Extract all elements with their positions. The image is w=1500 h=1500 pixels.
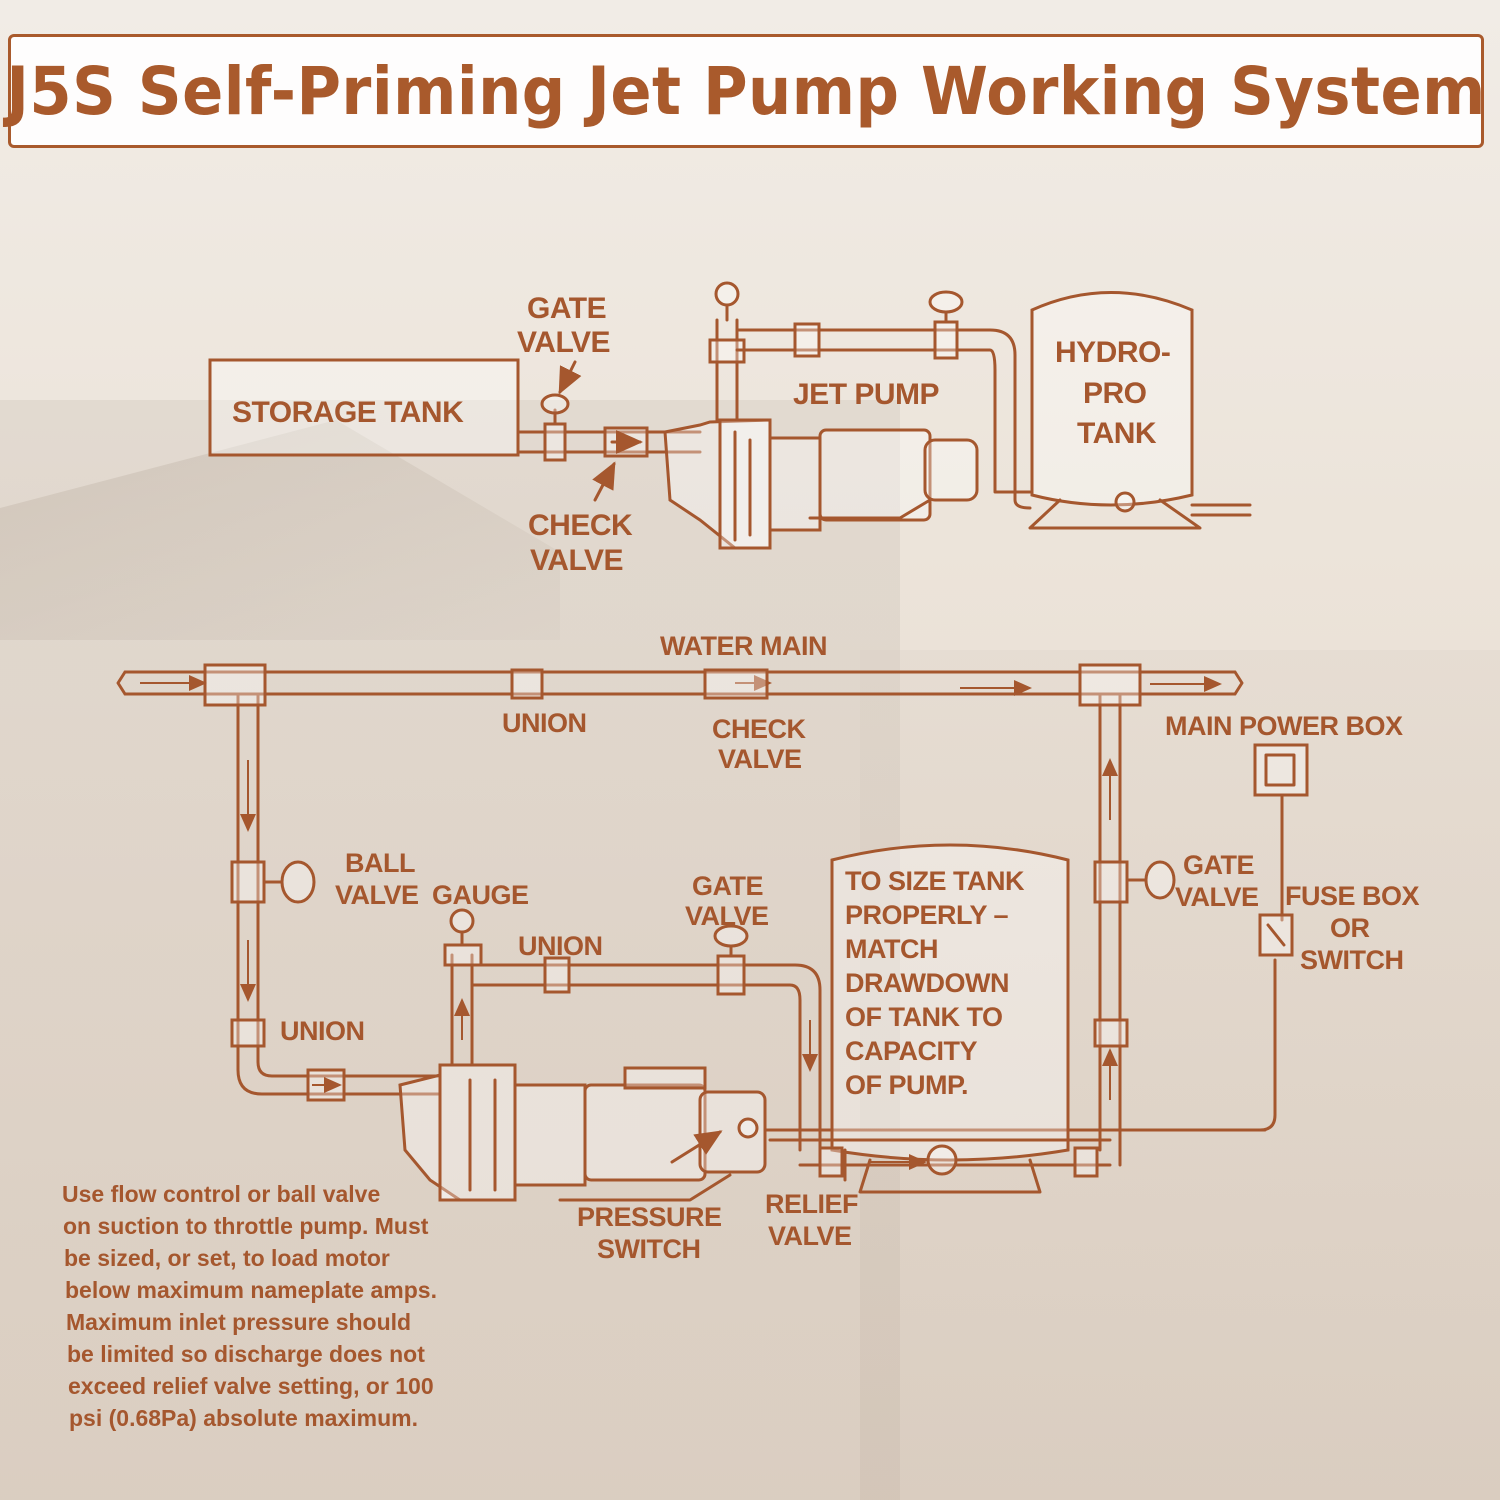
pressure-tank	[768, 843, 1112, 1194]
water-main-pipe	[116, 670, 1244, 696]
check-valve-main-label-1: CHECK	[712, 714, 807, 744]
check-valve-pointer	[592, 461, 616, 502]
tank-note-3: MATCH	[845, 934, 938, 964]
instruction-line: on suction to throttle pump. Must	[63, 1213, 429, 1239]
hydro-pro-tank	[1028, 291, 1252, 530]
suction-line	[236, 692, 442, 1096]
check-valve-main	[703, 668, 769, 700]
gate-valve-top	[540, 393, 570, 462]
relief-valve-label-1: RELIEF	[765, 1189, 858, 1219]
gate-valve-mid-label-1: GATE	[692, 871, 763, 901]
main-power-box-label: MAIN POWER BOX	[1165, 711, 1403, 741]
fuse-box-label-3: SWITCH	[1300, 945, 1403, 975]
fuse-box-label-2: OR	[1330, 913, 1370, 943]
hydro-pro-label-1: HYDRO-	[1055, 336, 1170, 369]
storage-tank-label: STORAGE TANK	[232, 396, 464, 429]
gate-valve-top-label-2: VALVE	[517, 326, 610, 359]
instruction-line: below maximum nameplate amps.	[65, 1277, 437, 1303]
water-main-label: WATER MAIN	[660, 631, 827, 661]
gate-valve-mid-label-2: VALVE	[685, 901, 769, 931]
tank-note-5: OF TANK TO	[845, 1002, 1003, 1032]
instruction-line: psi (0.68Pa) absolute maximum.	[69, 1405, 418, 1431]
fuse-box-label-1: FUSE BOX	[1285, 881, 1420, 911]
pressure-switch-label-1: PRESSURE	[577, 1202, 722, 1232]
tank-note-6: CAPACITY	[845, 1036, 977, 1066]
hydro-pro-label-3: TANK	[1077, 417, 1157, 450]
top-diagram: STORAGE TANK GATE VALVE CHECK VALVE	[208, 281, 1252, 577]
right-tee	[1078, 663, 1142, 707]
fuse-box	[1258, 913, 1294, 957]
return-riser	[1098, 692, 1122, 1167]
gate-valve-right-label-1: GATE	[1183, 850, 1254, 880]
relief-valve-label-2: VALVE	[768, 1221, 852, 1251]
jet-pump-label: JET PUMP	[793, 378, 939, 411]
union-top-label: UNION	[502, 708, 587, 738]
page-title: J5S Self-Priming Jet Pump Working System	[6, 52, 1486, 130]
storage-tank	[208, 358, 520, 457]
union-right	[1093, 1018, 1129, 1048]
tank-note-7: OF PUMP.	[845, 1070, 968, 1100]
union-top	[510, 668, 544, 700]
ball-valve-label-2: VALVE	[335, 880, 419, 910]
check-valve-top-label-2: VALVE	[530, 544, 623, 577]
background-street	[860, 650, 1500, 1500]
gate-valve-top-label-1: GATE	[527, 292, 606, 325]
instructions-text: Use flow control or ball valve on suctio…	[62, 1181, 437, 1431]
pressure-switch-pointer	[670, 1130, 723, 1164]
instruction-line: be limited so discharge does not	[67, 1341, 425, 1367]
gate-valve-right-label-2: VALVE	[1175, 882, 1259, 912]
union-mid-label: UNION	[518, 931, 603, 961]
gate-valve-pointer	[558, 360, 582, 395]
instruction-line: Maximum inlet pressure should	[66, 1309, 411, 1335]
ball-valve-label-1: BALL	[345, 848, 415, 878]
instruction-line: be sized, or set, to load motor	[64, 1245, 390, 1271]
bottom-diagram: WATER MAIN UNION CHECK VALVE BALL VALVE …	[116, 631, 1420, 1264]
gate-valve-mid	[713, 924, 749, 996]
gate-valve-right	[1093, 860, 1176, 904]
pressure-switch-label-2: SWITCH	[597, 1234, 700, 1264]
jet-pump-bottom	[398, 908, 1267, 1202]
union-left	[230, 1018, 266, 1048]
gauge-label: GAUGE	[432, 880, 529, 910]
left-tee	[203, 663, 267, 707]
background-house	[0, 400, 900, 1500]
gate-valve-discharge	[928, 290, 964, 360]
check-valve-top-label-1: CHECK	[528, 509, 633, 542]
tank-note-1: TO SIZE TANK	[845, 866, 1025, 896]
ball-valve	[230, 860, 316, 904]
instruction-line: Use flow control or ball valve	[62, 1181, 380, 1207]
jet-pump-top	[663, 281, 1032, 550]
tank-note-4: DRAWDOWN	[845, 968, 1009, 998]
instruction-line: exceed relief valve setting, or 100	[68, 1373, 434, 1399]
check-valve-main-label-2: VALVE	[718, 744, 802, 774]
tank-note-2: PROPERLY –	[845, 900, 1009, 930]
title-banner: J5S Self-Priming Jet Pump Working System	[6, 34, 1486, 148]
union-left-label: UNION	[280, 1016, 365, 1046]
check-valve-top	[603, 426, 649, 458]
hydro-pro-label-2: PRO	[1083, 377, 1147, 410]
main-power-box	[1253, 743, 1309, 1132]
